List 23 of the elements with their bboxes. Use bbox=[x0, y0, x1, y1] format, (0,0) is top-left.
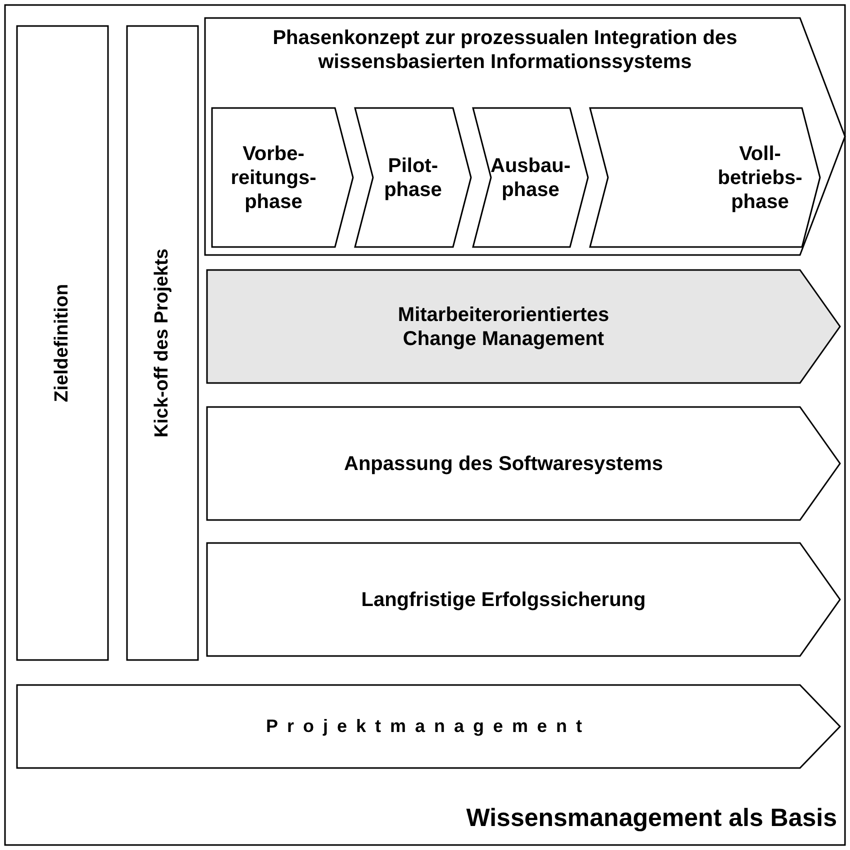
workstream-band bbox=[205, 18, 845, 255]
process-box bbox=[127, 26, 198, 660]
process-box bbox=[17, 26, 108, 660]
phase-tile bbox=[355, 108, 471, 247]
diagram-frame bbox=[5, 5, 845, 845]
node-label: Kick-off des Projekts bbox=[151, 248, 174, 438]
workstream-band bbox=[207, 270, 840, 383]
node-label: Langfristige Erfolgssicherung bbox=[360, 588, 647, 612]
workstream-band bbox=[207, 543, 840, 656]
workstream-band bbox=[207, 407, 840, 520]
node-label: Pilot- phase bbox=[383, 154, 443, 202]
node-label: Wissensmanagement als Basis bbox=[466, 803, 837, 833]
node-label: Projektmanagement bbox=[266, 716, 592, 738]
node-label: Anpassung des Softwaresystems bbox=[343, 452, 664, 476]
phase-tile bbox=[212, 108, 353, 247]
node-label: Phasenkonzept zur prozessualen Integration des wissensbasierten Informationssystems bbox=[272, 26, 738, 74]
phase-tile bbox=[590, 108, 820, 247]
workstream-band bbox=[17, 685, 840, 768]
node-label: Mitarbeiterorientiertes Change Management bbox=[396, 302, 610, 350]
node-label: Vorbe- reitungs- phase bbox=[230, 142, 318, 214]
node-label: Voll- betriebs- phase bbox=[716, 142, 804, 214]
node-label: Ausbau- phase bbox=[490, 154, 572, 202]
node-label: Zieldefinition bbox=[51, 284, 74, 402]
